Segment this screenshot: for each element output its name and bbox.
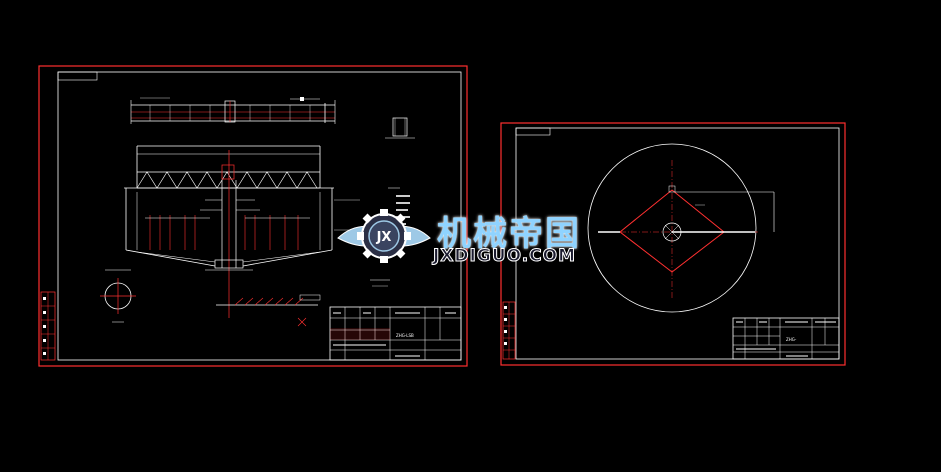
right-drawing-sheet: ZHG- — [500, 122, 846, 366]
left-margin-strip — [40, 291, 56, 361]
watermark-brand-cn: 机械帝国 — [437, 214, 581, 254]
detail-box-upper — [385, 117, 415, 139]
right-margin-strip — [502, 301, 516, 360]
circle-detail-left — [100, 269, 136, 323]
jx-gear-wings-logo: JX — [337, 209, 431, 263]
main-tank-section — [124, 145, 360, 327]
watermark-brand-url: JXDIGUO.COM — [433, 246, 577, 267]
plan-view-circle — [587, 143, 775, 313]
right-title-block-code: ZHG- — [786, 337, 797, 342]
right-title-block: ZHG- — [732, 317, 840, 360]
top-bridge-elevation — [130, 97, 336, 124]
left-title-block-code: ZHG-LSB — [396, 333, 414, 338]
left-drawing-sheet: ZHG-LSB — [38, 65, 468, 367]
logo-initials: JX — [376, 230, 392, 245]
left-title-block: ZHG-LSB — [329, 306, 462, 361]
